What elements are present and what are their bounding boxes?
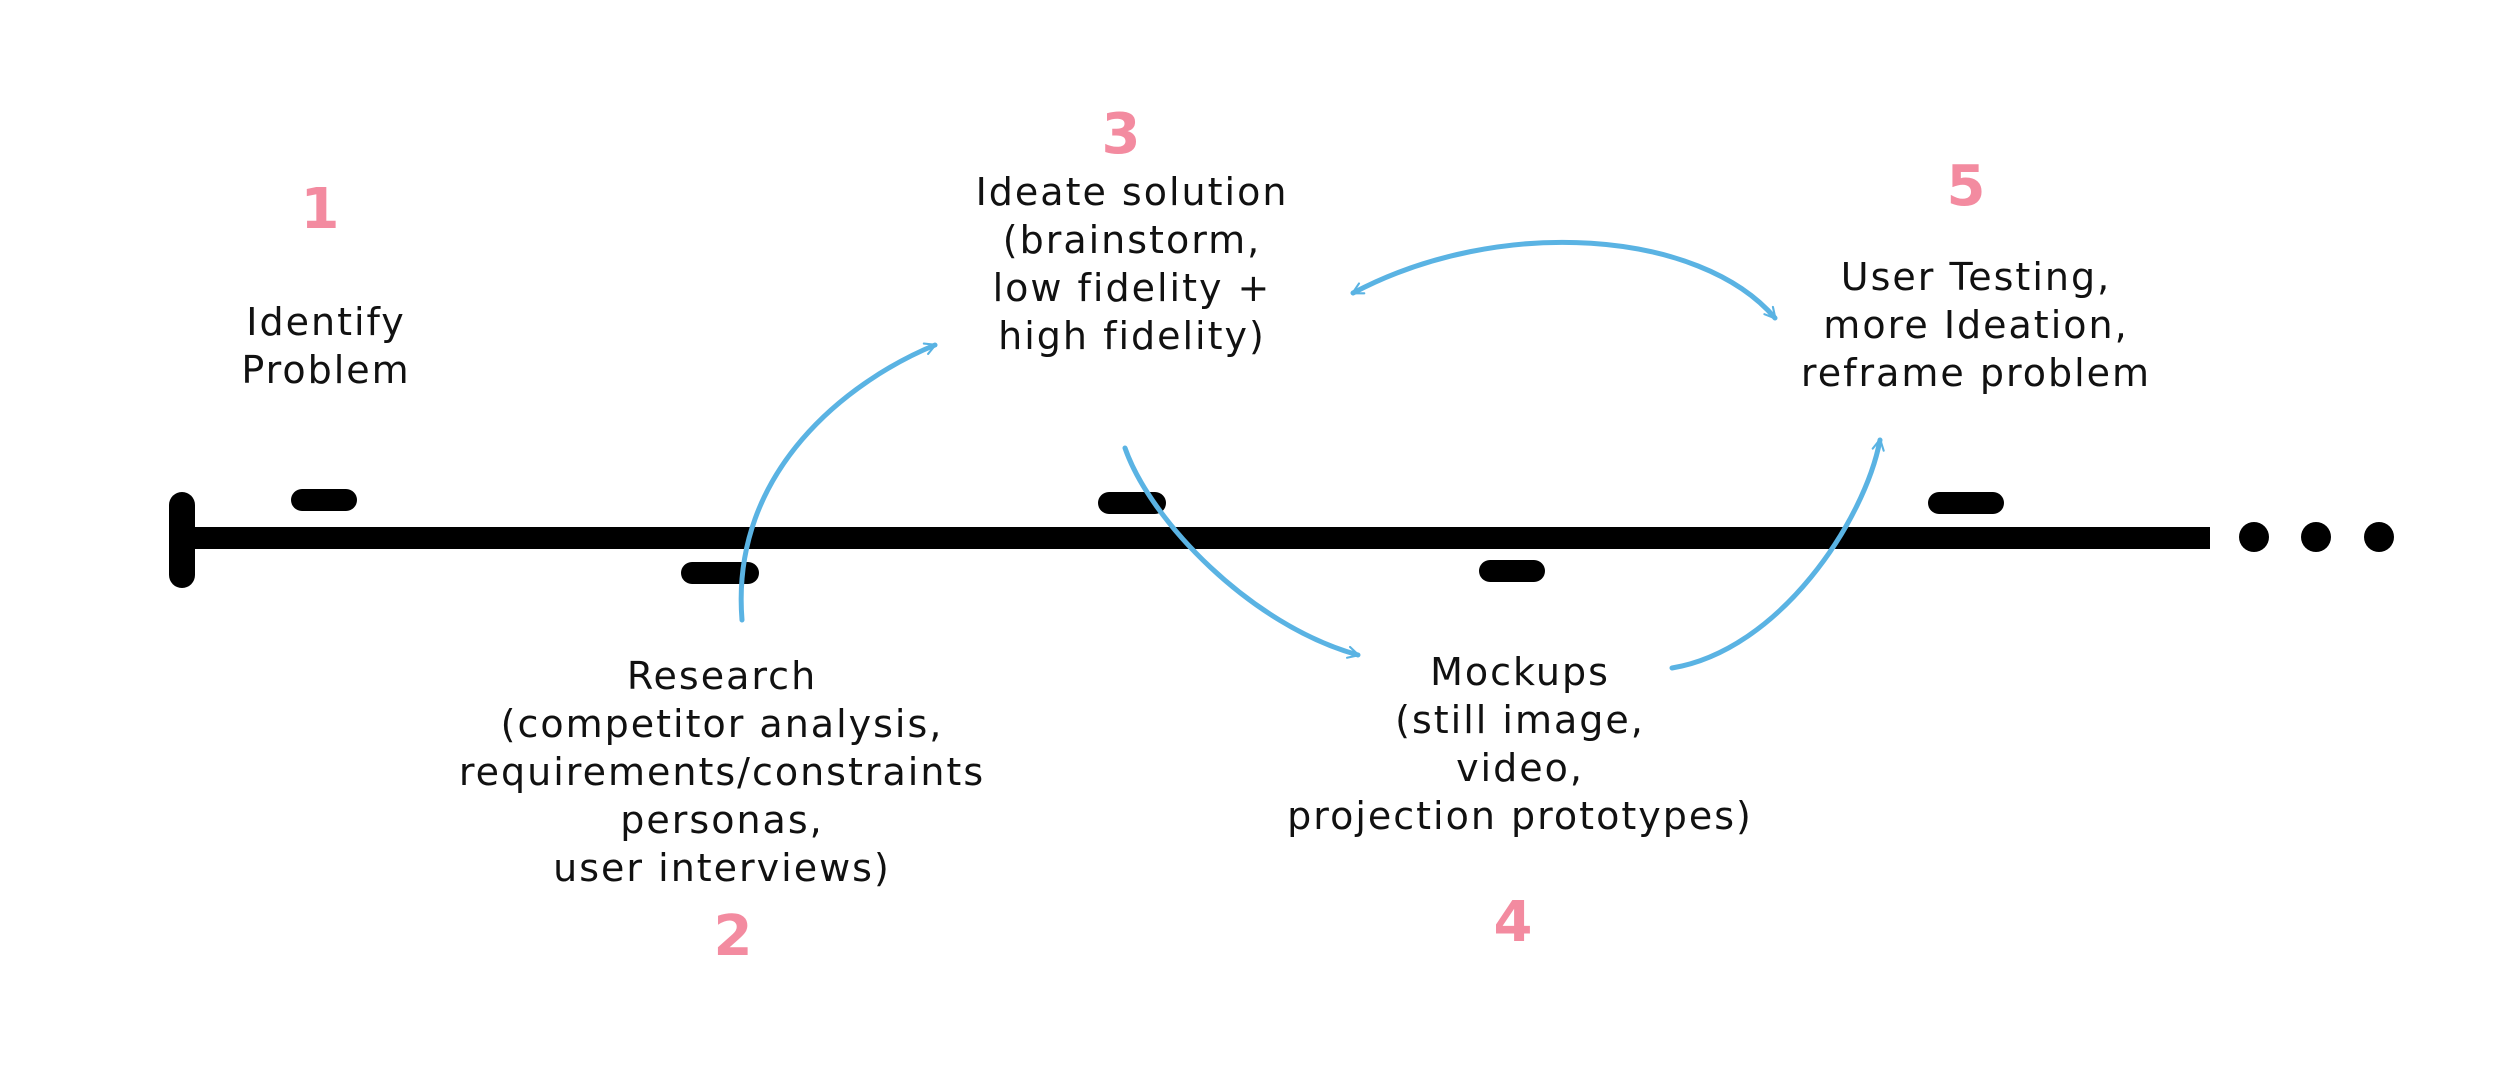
- step-2-line: requirements/constraints: [458, 750, 986, 794]
- arrow-ideate-testing-loop: [1350, 239, 1778, 321]
- ellipsis-dots-icon: [2239, 522, 2394, 552]
- step-number-3: 3: [1101, 102, 1141, 167]
- step-5-line: reframe problem: [1800, 351, 2152, 395]
- step-2-line: personas,: [620, 798, 824, 842]
- step-5-line: more Ideation,: [1823, 303, 2129, 347]
- step-5-line: User Testing,: [1840, 255, 2112, 299]
- step-label-ideate-solution: Ideate solution (brainstorm, low fidelit…: [976, 168, 1289, 360]
- step-1-line: Problem: [241, 348, 411, 392]
- step-4-line: video,: [1456, 746, 1584, 790]
- step-3-line: (brainstorm,: [1002, 218, 1262, 262]
- step-3-line: Ideate solution: [975, 170, 1289, 214]
- step-4-line: projection prototypes): [1287, 794, 1753, 838]
- step-number-4: 4: [1493, 890, 1533, 955]
- step-3-line: low fidelity +: [992, 266, 1272, 310]
- step-label-mockups: Mockups (still image, video, projection …: [1287, 648, 1753, 840]
- step-number-5: 5: [1946, 154, 1986, 219]
- step-number-1: 1: [300, 177, 340, 242]
- arrow-ideate-to-mockups: [1122, 445, 1361, 659]
- step-label-research: Research (competitor analysis, requireme…: [459, 652, 985, 892]
- arrow-research-to-ideate: [738, 342, 938, 623]
- step-label-identify-problem: Identify Problem: [241, 298, 410, 394]
- step-number-2: 2: [713, 904, 753, 969]
- step-3-line: high fidelity): [998, 314, 1266, 358]
- step-1-line: Identify: [246, 300, 406, 344]
- step-4-line: (still image,: [1395, 698, 1645, 742]
- step-2-line: (competitor analysis,: [500, 702, 944, 746]
- step-4-line: Mockups: [1430, 650, 1610, 694]
- arrow-mockups-to-testing: [1669, 437, 1885, 671]
- step-2-line: Research: [626, 654, 818, 698]
- step-label-user-testing: User Testing, more Ideation, reframe pro…: [1801, 253, 2151, 397]
- step-2-line: user interviews): [553, 846, 891, 890]
